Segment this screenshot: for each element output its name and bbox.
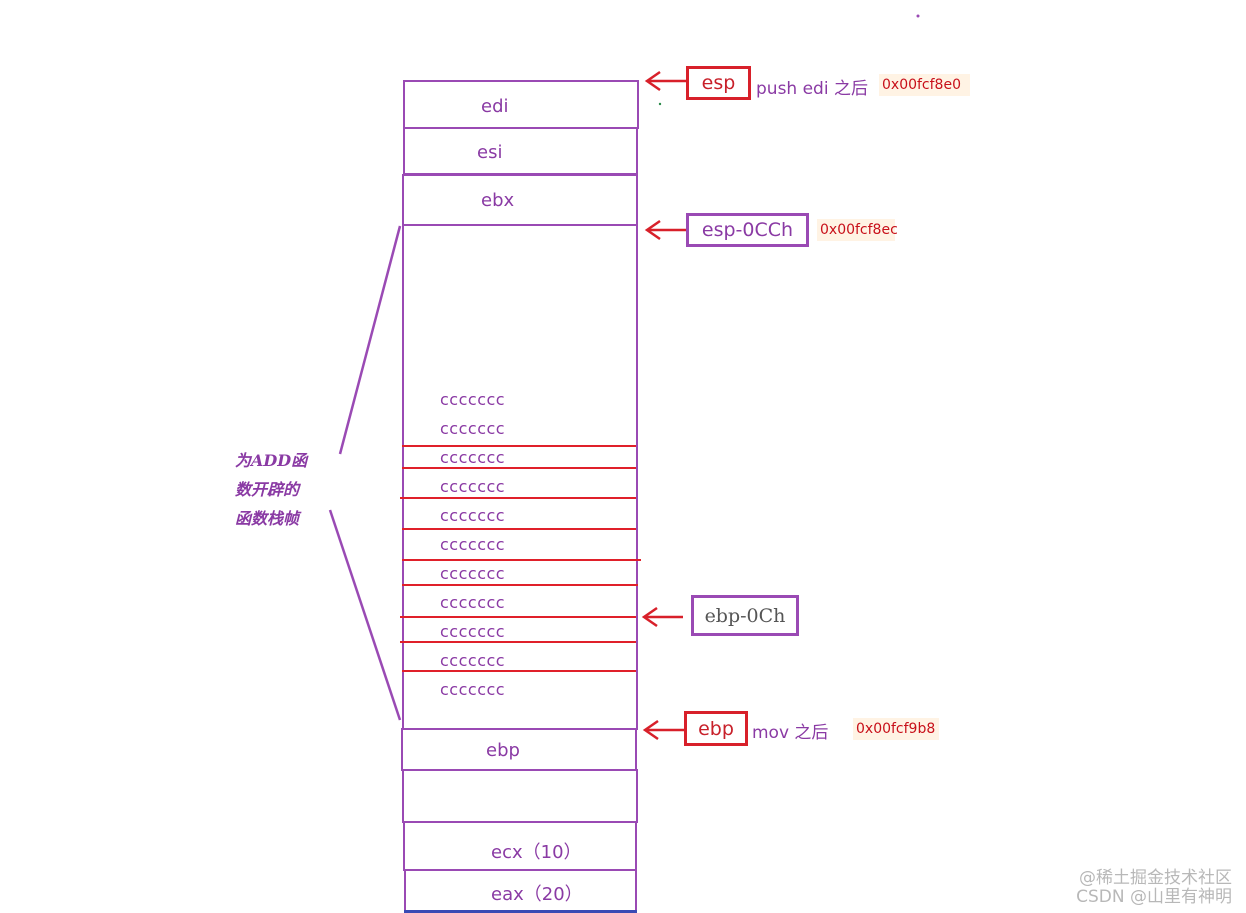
ebp-box: ebp — [684, 711, 748, 746]
watermark-line: CSDN @山里有神明 — [1076, 887, 1232, 907]
row-divider — [402, 445, 636, 447]
fill-row: ccccccc — [440, 390, 506, 409]
frame-label-line: 函数栈帧 — [235, 509, 300, 528]
stack-cell-ebp: ebp — [401, 728, 637, 771]
stack-frame-area — [402, 224, 638, 730]
ebp-note: mov 之后 — [752, 723, 829, 743]
watermark: @稀土掘金技术社区 CSDN @山里有神明 — [1076, 869, 1232, 907]
frame-label: 为ADD函 数开辟的 函数栈帧 — [235, 446, 307, 533]
arrow-ebp-head — [642, 719, 659, 741]
stack-cell-esi: esi — [403, 127, 638, 175]
esp-box: esp — [686, 66, 751, 100]
row-divider — [400, 497, 636, 499]
fill-row: ccccccc — [440, 680, 506, 699]
esp-note: push edi 之后 — [756, 79, 868, 99]
arrow-esp-sub-head — [644, 219, 661, 241]
row-divider — [402, 559, 641, 561]
row-divider — [402, 467, 636, 469]
row-divider — [400, 616, 636, 618]
esp-sub-box: esp-0CCh — [686, 213, 809, 247]
ebp-address: 0x00fcf9b8 — [853, 718, 939, 740]
stack-cell-esi-label: esi — [477, 142, 503, 163]
stack-cell-eax-label: eax（20） — [491, 884, 583, 905]
frame-label-line: 为ADD函 — [235, 451, 308, 470]
watermark-line: @稀土掘金技术社区 — [1079, 868, 1232, 888]
row-divider — [402, 670, 636, 672]
row-divider — [400, 641, 636, 643]
stack-cell-edi: edi — [403, 80, 639, 129]
pointer-arrows — [641, 70, 686, 741]
fill-row: ccccccc — [440, 622, 506, 641]
stack-cell-edi-label: edi — [481, 96, 509, 117]
stack-cell-ecx: ecx（10） — [403, 821, 637, 871]
esp-address: 0x00fcf8e0 — [879, 74, 970, 96]
ebp-sub-box: ebp-0Ch — [691, 595, 799, 636]
stack-cell-empty — [402, 769, 638, 823]
arrow-esp-head — [644, 70, 661, 92]
fill-row: ccccccc — [440, 564, 506, 583]
fill-row: ccccccc — [440, 593, 506, 612]
fill-row: ccccccc — [440, 448, 506, 467]
frame-bracket — [328, 225, 402, 721]
stack-cell-ebx-label: ebx — [481, 190, 515, 211]
row-divider — [402, 528, 636, 530]
frame-label-line: 数开辟的 — [235, 480, 300, 499]
arrow-ebp-sub-head — [641, 606, 658, 628]
row-divider — [402, 584, 638, 586]
fill-row: ccccccc — [440, 477, 506, 496]
fill-row: ccccccc — [440, 506, 506, 525]
stack-bottom-edge — [404, 910, 637, 913]
fill-row: ccccccc — [440, 535, 506, 554]
stack-cell-ecx-label: ecx（10） — [491, 842, 582, 863]
stack-cell-ebp-label: ebp — [486, 740, 520, 761]
esp-sub-address: 0x00fcf8ec — [817, 219, 898, 241]
stack-cell-eax: eax（20） — [404, 869, 637, 912]
stack-cell-ebx: ebx — [402, 174, 638, 226]
fill-row: ccccccc — [440, 419, 506, 438]
fill-row: ccccccc — [440, 651, 506, 670]
